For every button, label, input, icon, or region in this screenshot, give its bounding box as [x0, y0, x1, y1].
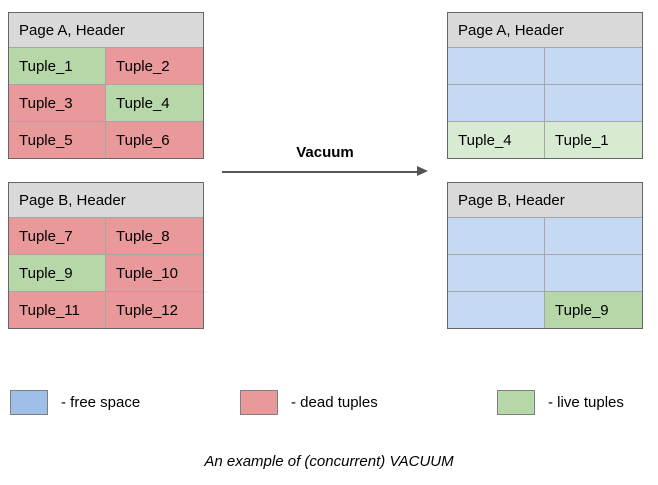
- page-table-a-before: Page A, Header Tuple_1 Tuple_2 Tuple_3 T…: [8, 12, 204, 159]
- tuple-cell: Tuple_6: [106, 121, 203, 158]
- tuple-cell: Tuple_5: [9, 121, 106, 158]
- tuple-cell: Tuple_9: [545, 291, 642, 328]
- tuple-cell: [545, 47, 642, 84]
- tuple-cell: [545, 217, 642, 254]
- legend-label: - dead tuples: [291, 394, 378, 411]
- page-header: Page B, Header: [448, 183, 642, 217]
- legend-label: - live tuples: [548, 394, 624, 411]
- dead-tuples-swatch-icon: [240, 390, 278, 415]
- tuple-cell: [545, 254, 642, 291]
- tuple-cell: Tuple_3: [9, 84, 106, 121]
- tuple-cell: Tuple_1: [545, 121, 642, 158]
- page-header: Page A, Header: [448, 13, 642, 47]
- page-table-a-after: Page A, Header Tuple_4 Tuple_1: [447, 12, 643, 159]
- legend-label: - free space: [61, 394, 141, 411]
- tuple-cell: [448, 47, 545, 84]
- tuple-cell: Tuple_11: [9, 291, 106, 328]
- tuple-cell: Tuple_12: [106, 291, 203, 328]
- tuple-cell: [448, 254, 545, 291]
- tuple-cell: Tuple_10: [106, 254, 203, 291]
- tuple-cell: Tuple_7: [9, 217, 106, 254]
- tuple-cell: Tuple_8: [106, 217, 203, 254]
- page-table-b-after: Page B, Header Tuple_9: [447, 182, 643, 329]
- free-space-swatch-icon: [10, 390, 48, 415]
- legend-item-live-tuples: - live tuples: [497, 390, 624, 415]
- tuple-cell: [448, 84, 545, 121]
- page-header: Page B, Header: [9, 183, 203, 217]
- tuple-cell: Tuple_2: [106, 47, 203, 84]
- tuple-cell: Tuple_9: [9, 254, 106, 291]
- legend-item-dead-tuples: - dead tuples: [240, 390, 378, 415]
- page-table-b-before: Page B, Header Tuple_7 Tuple_8 Tuple_9 T…: [8, 182, 204, 329]
- tuple-cell: [448, 217, 545, 254]
- tuple-cell: [448, 291, 545, 328]
- tuple-cell: Tuple_4: [106, 84, 203, 121]
- vacuum-arrow-head-icon: [417, 166, 428, 176]
- vacuum-arrow-line: [222, 171, 418, 173]
- live-tuples-swatch-icon: [497, 390, 535, 415]
- diagram-caption: An example of (concurrent) VACUUM: [204, 453, 454, 470]
- vacuum-label: Vacuum: [296, 144, 354, 161]
- tuple-cell: [545, 84, 642, 121]
- tuple-cell: Tuple_1: [9, 47, 106, 84]
- page-header: Page A, Header: [9, 13, 203, 47]
- tuple-cell: Tuple_4: [448, 121, 545, 158]
- legend-item-free-space: - free space: [10, 390, 140, 415]
